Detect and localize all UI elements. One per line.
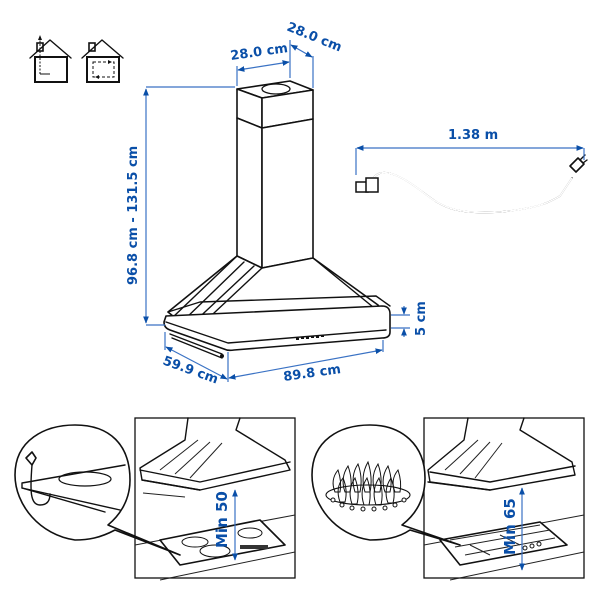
dimension-cord-length: 1.38 m <box>355 128 585 175</box>
flame-icons <box>332 460 402 506</box>
width-label: 89.8 cm <box>282 362 341 385</box>
dimension-chimney-depth: 28.0 cm <box>285 20 344 88</box>
magnifier-flame-detail <box>311 424 461 546</box>
depth-label: 59.9 cm <box>161 354 221 388</box>
recirculation-icon <box>81 39 124 83</box>
chimney-depth-label: 28.0 cm <box>285 20 344 56</box>
ducted-extraction-icon <box>29 35 72 83</box>
power-cord-drawing <box>355 154 588 214</box>
range-hood-drawing <box>163 80 391 359</box>
electric-hob-panel: Min 50 <box>134 417 296 581</box>
electric-hob-min-label: Min 50 <box>213 491 231 548</box>
magnifier-cord-detail <box>14 424 181 556</box>
dimension-chimney-width: 28.0 cm <box>229 40 291 86</box>
dimension-rim-height: 5 cm <box>391 301 429 337</box>
cord-length-label: 1.38 m <box>448 128 498 143</box>
gas-hob-panel: Min 65 <box>423 417 585 581</box>
chimney-width-label: 28.0 cm <box>229 41 288 64</box>
gas-hob-min-label: Min 65 <box>501 498 519 555</box>
rim-height-label: 5 cm <box>414 301 429 336</box>
dimension-height: 96.8 cm - 131.5 cm <box>126 86 235 326</box>
height-range-label: 96.8 cm - 131.5 cm <box>126 146 141 285</box>
